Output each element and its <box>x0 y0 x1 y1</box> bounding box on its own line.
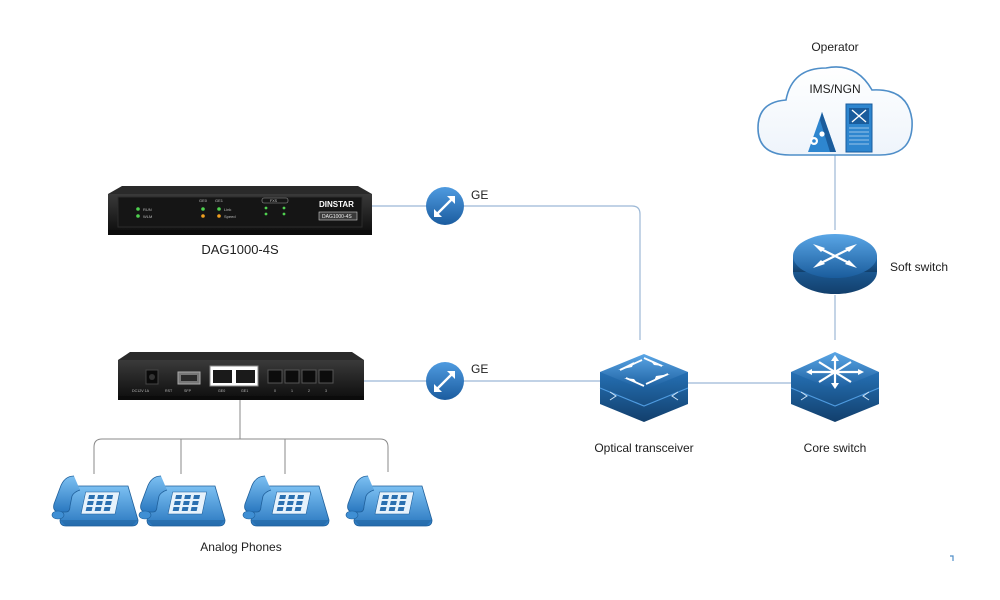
brand-logo: DINSTAR <box>319 200 354 209</box>
port-label-1: 1 <box>291 389 293 393</box>
gateway-front-device: RUN WLM GE0 GE1 Link Speed FXS DINSTAR D… <box>108 186 372 235</box>
analog-phone-icon <box>51 475 139 527</box>
port-label-2: 2 <box>308 389 310 393</box>
analog-phone-icon <box>345 475 433 527</box>
reset-label: RST <box>165 389 173 393</box>
ge0-label: GE0 <box>218 389 225 393</box>
optical-transceiver-device <box>599 354 689 422</box>
led-label-wlm: WLM <box>143 214 152 219</box>
sfp-label: SFP <box>184 389 192 393</box>
ge1-label: GE1 <box>241 389 248 393</box>
soft-switch-label: Soft switch <box>890 260 949 274</box>
core-switch-label: Core switch <box>803 441 867 455</box>
soft-switch-device <box>793 234 877 294</box>
led-label-speed: Speed <box>224 214 236 219</box>
port-label-3: 3 <box>325 389 327 393</box>
model-badge: DAG1000-4S <box>322 214 352 220</box>
cloud-label: IMS/NGN <box>809 82 861 96</box>
led-label-link: Link <box>224 207 231 212</box>
led-label-ge1: GE1 <box>215 198 224 203</box>
gateway-model-label: DAG1000-4S <box>201 242 279 257</box>
ge-link-icon-lower <box>426 362 464 400</box>
optical-transceiver-label: Optical transceiver <box>594 441 694 455</box>
link-label-upper: GE <box>471 188 489 202</box>
connection-lines <box>362 155 836 384</box>
analog-phones <box>51 475 433 527</box>
analog-phone-icon <box>242 475 330 527</box>
power-label: DC12V 1A <box>132 389 150 393</box>
analog-phone-icon <box>138 475 226 527</box>
link-label-lower: GE <box>471 362 489 376</box>
led-label-ge0: GE0 <box>199 198 208 203</box>
analog-phones-label: Analog Phones <box>200 540 282 554</box>
line-gateway-to-optical <box>368 205 641 340</box>
corner-mark <box>950 555 954 561</box>
fxs-label: FXS <box>270 199 278 203</box>
operator-cloud <box>757 66 913 156</box>
phone-lines <box>93 397 389 474</box>
ge-link-icon-upper <box>426 187 464 225</box>
gateway-rear-device: DC12V 1A RST SFP GE0 GE1 0 1 2 3 <box>118 352 364 400</box>
operator-title: Operator <box>811 40 859 54</box>
led-label-run: RUN <box>143 207 152 212</box>
core-switch-device <box>790 352 880 422</box>
port-label-0: 0 <box>274 389 276 393</box>
